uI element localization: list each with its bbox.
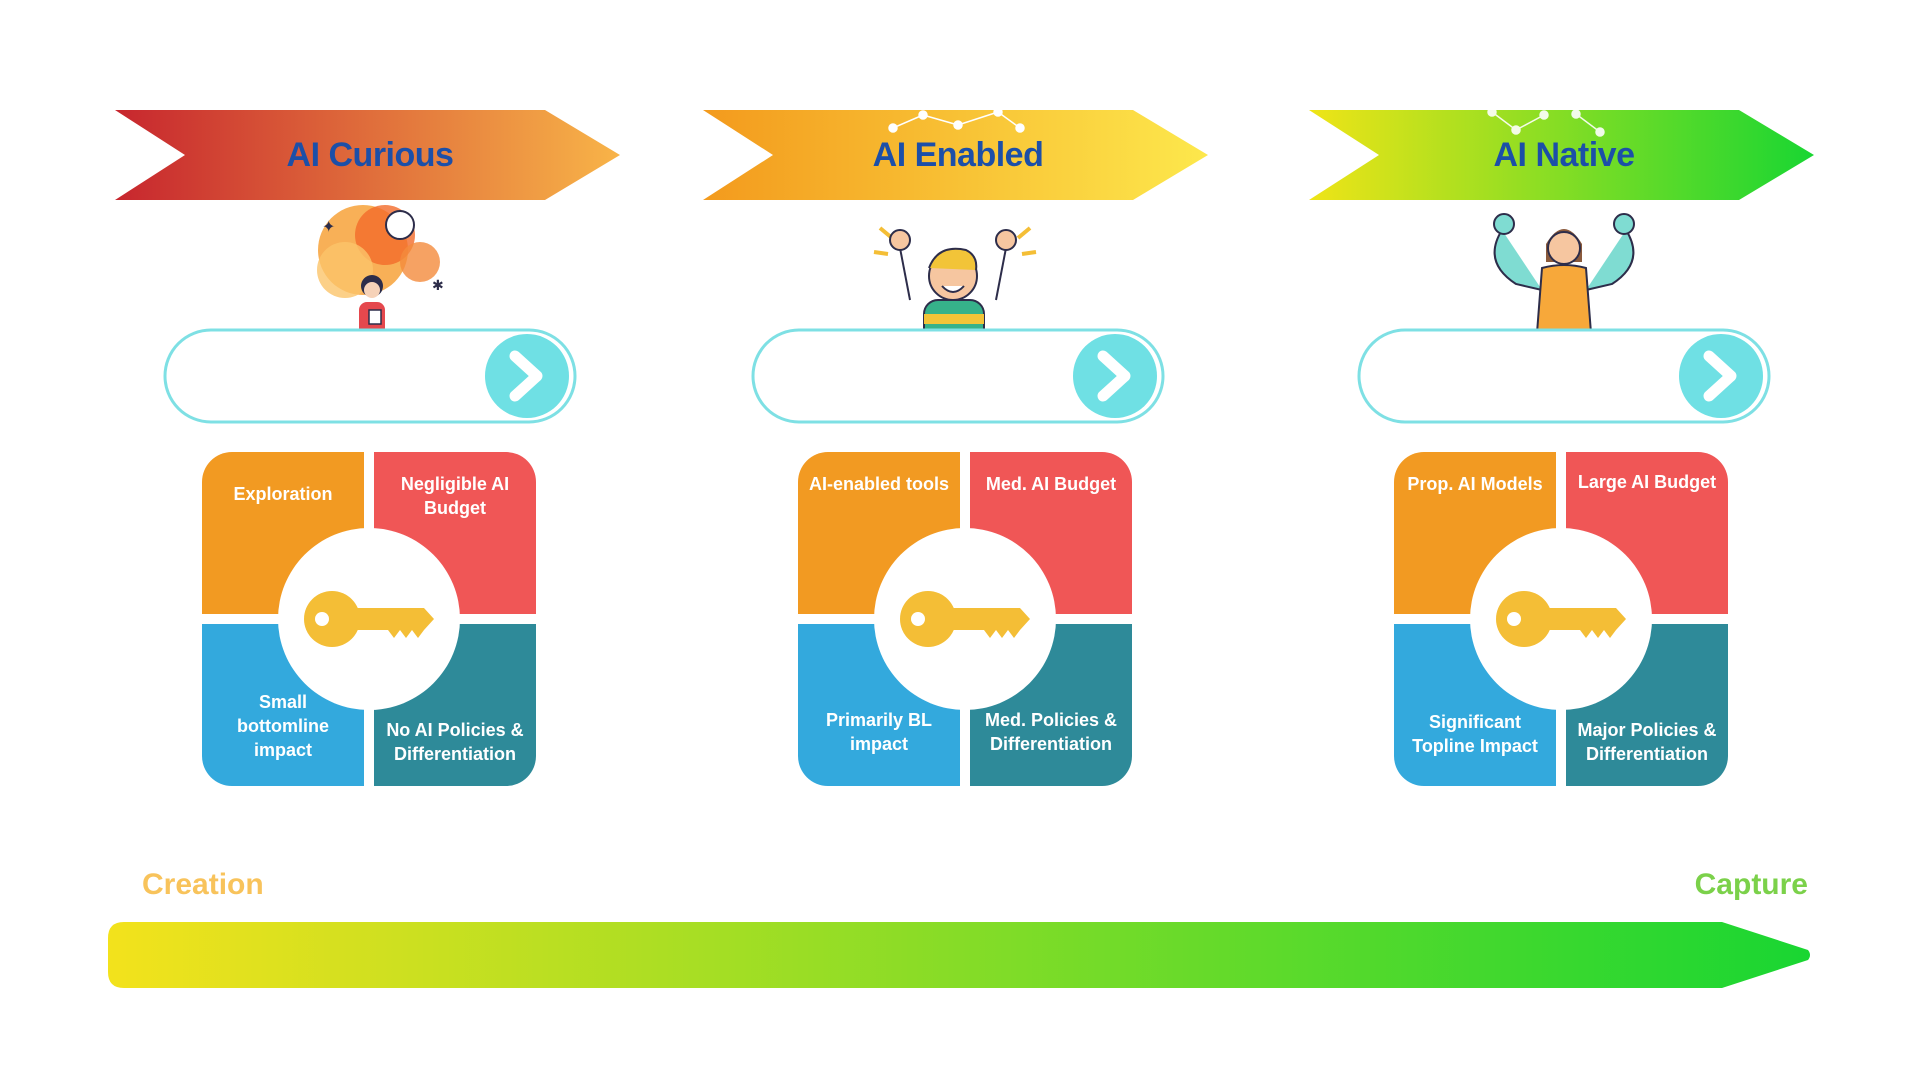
chevron-right-icon xyxy=(1703,350,1737,402)
curious-person-illustration: ✦ ✱ xyxy=(317,205,444,350)
stage-graphics: ✦ ✱ xyxy=(115,110,620,424)
scale-start-label: Creation xyxy=(142,868,264,901)
stage-ai-native: AI Native Prop. AI Models Large AI Budge… xyxy=(1254,0,1814,800)
next-button[interactable] xyxy=(485,334,569,418)
key-hub xyxy=(1470,528,1652,710)
key-hub xyxy=(278,528,460,710)
network-dots-decoration xyxy=(888,107,1025,133)
next-button[interactable] xyxy=(1679,334,1763,418)
svg-text:✱: ✱ xyxy=(432,278,444,294)
stage-graphics xyxy=(703,107,1208,424)
svg-text:✦: ✦ xyxy=(322,217,335,236)
stage-banner-arrow xyxy=(115,110,620,200)
key-icon xyxy=(304,591,434,647)
chevron-right-icon xyxy=(509,350,543,402)
progress-scale-arrow xyxy=(108,922,1810,988)
stage-title: AI Native xyxy=(1493,135,1636,174)
chevron-right-icon xyxy=(1097,350,1131,402)
next-button[interactable] xyxy=(1073,334,1157,418)
progress-pill xyxy=(163,328,577,424)
stage-title: AI Curious xyxy=(286,135,454,174)
key-icon xyxy=(1496,591,1626,647)
stage-graphics xyxy=(1309,107,1814,424)
strong-person-illustration xyxy=(1493,213,1635,347)
network-dots-decoration xyxy=(1487,107,1605,137)
stage-ai-enabled: AI Enabled AI-enabled tools Med. AI Budg… xyxy=(648,0,1208,800)
stage-title: AI Enabled xyxy=(872,135,1044,174)
stage-banner-arrow xyxy=(1309,110,1814,200)
progress-pill xyxy=(1357,328,1771,424)
progress-pill xyxy=(751,328,1165,424)
scale-end-label: Capture xyxy=(1694,868,1808,901)
stage-ai-curious: ✦ ✱ AI Curious Exploration Negligible AI… xyxy=(60,0,620,800)
stage-banner-arrow xyxy=(703,110,1208,200)
key-icon xyxy=(900,591,1030,647)
quadrant-bottom-right: Major Policies & Differentiation xyxy=(1566,624,1728,786)
key-hub xyxy=(874,528,1056,710)
